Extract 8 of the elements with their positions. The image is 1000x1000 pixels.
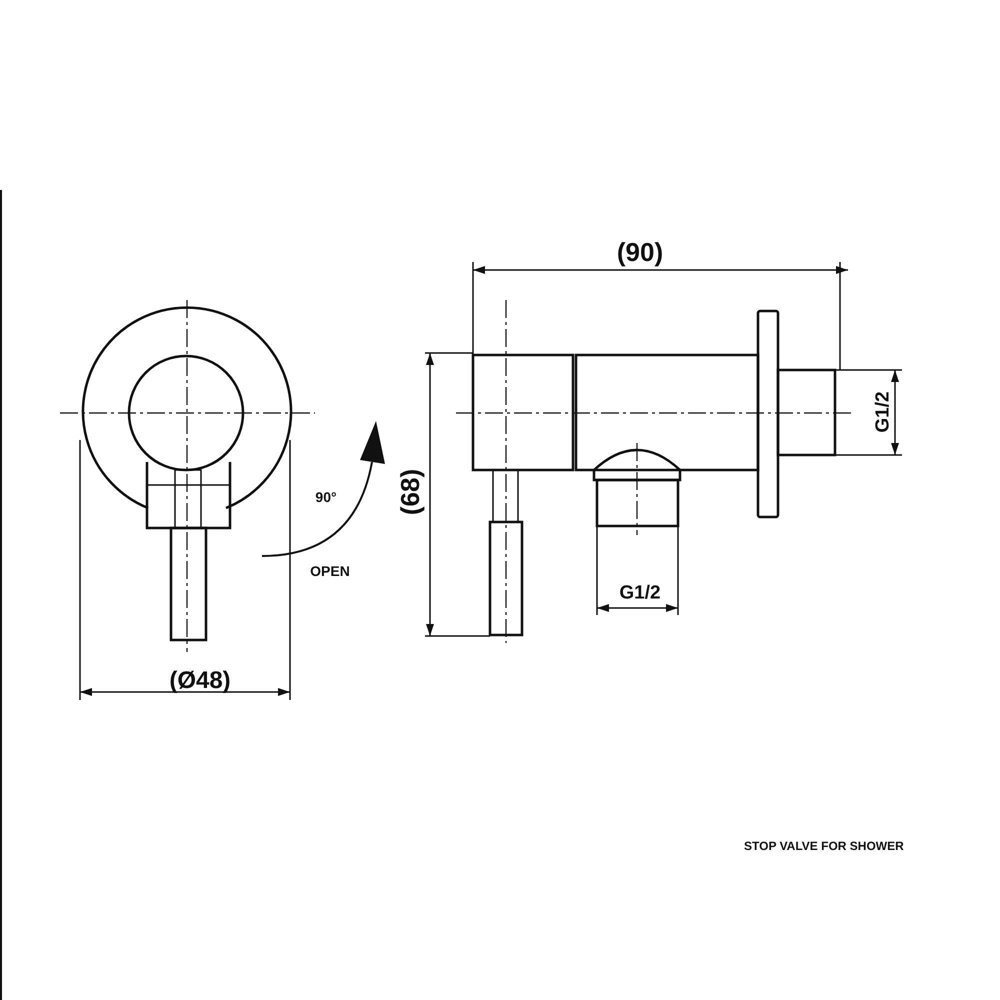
dimension-label: (Ø48)	[169, 669, 231, 693]
dimension-label: (68)	[397, 468, 423, 516]
dimension-label: G1/2	[619, 584, 661, 602]
caption: STOP VALVE FOR SHOWER	[744, 840, 904, 852]
dimension-label: (90)	[616, 239, 664, 265]
angle-label: 90°	[315, 490, 337, 504]
dimension-label: G1/2	[874, 391, 892, 433]
direction-label: OPEN	[310, 564, 350, 578]
